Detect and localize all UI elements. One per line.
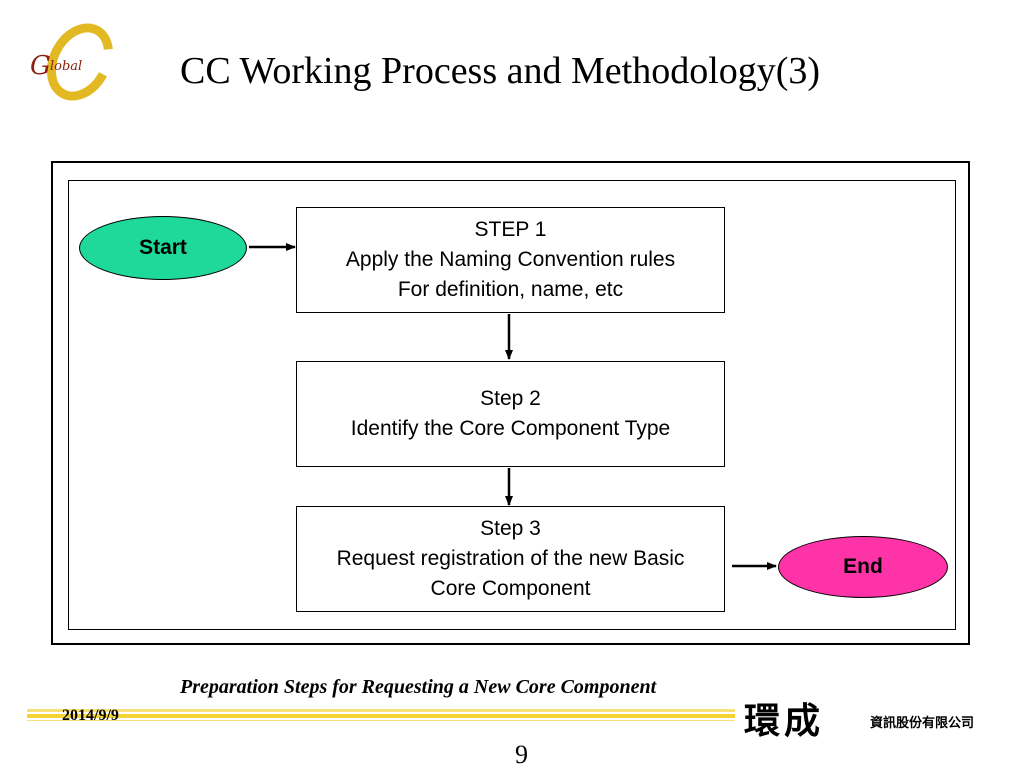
- footer-bar-thin: [27, 709, 735, 712]
- company-name: 環成: [744, 700, 825, 742]
- step-3-line-2: Core Component: [430, 577, 591, 600]
- svg-text:lobal: lobal: [50, 59, 82, 74]
- footer-caption: Preparation Steps for Requesting a New C…: [180, 676, 657, 698]
- step-1-box: STEP 1 Apply the Naming Convention rules…: [296, 207, 725, 313]
- step-2-line-1: Identify the Core Component Type: [350, 417, 671, 440]
- step-1-line-1: Apply the Naming Convention rules: [345, 248, 676, 271]
- start-label: Start: [139, 236, 187, 259]
- step-3-title: Step 3: [480, 517, 541, 540]
- svg-text:G: G: [30, 51, 51, 81]
- step-2-title: Step 2: [480, 387, 541, 410]
- step-3-box: Step 3 Request registration of the new B…: [296, 506, 725, 612]
- company-subtitle: 資訊股份有限公司: [870, 716, 975, 731]
- slide-title: CC Working Process and Methodology(3): [180, 50, 821, 92]
- start-node: Start: [79, 216, 247, 280]
- footer-date: 2014/9/9: [62, 707, 119, 724]
- step-2-box: Step 2 Identify the Core Component Type: [296, 361, 725, 467]
- step-1-line-2: For definition, name, etc: [397, 278, 624, 301]
- footer-bar-thin-2: [27, 720, 735, 721]
- outer-frame: [51, 161, 970, 645]
- end-label: End: [843, 555, 883, 578]
- end-node: End: [778, 536, 948, 598]
- step-1-title: STEP 1: [474, 218, 547, 241]
- global-logo: G lobal: [22, 22, 122, 108]
- inner-frame: [68, 180, 956, 630]
- page-number: 9: [515, 740, 528, 769]
- footer-bar-thick: [27, 714, 735, 718]
- step-3-line-1: Request registration of the new Basic: [336, 547, 685, 570]
